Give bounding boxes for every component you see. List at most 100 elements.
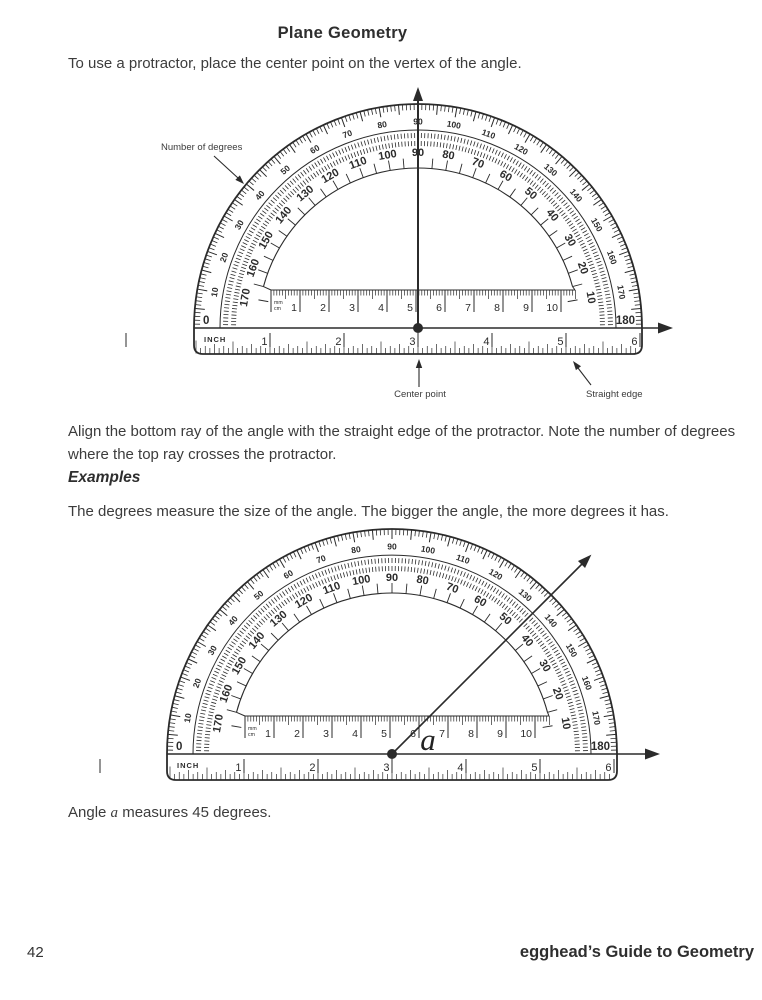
svg-text:30: 30 <box>206 643 220 656</box>
svg-text:20: 20 <box>218 251 231 264</box>
svg-text:5: 5 <box>381 728 387 740</box>
svg-text:10: 10 <box>520 728 532 740</box>
straight-edge-line <box>194 322 673 334</box>
svg-text:10: 10 <box>182 712 194 723</box>
caption-text-end: measures 45 degrees. <box>118 804 272 821</box>
svg-text:8: 8 <box>468 728 474 740</box>
inner-tick-arc <box>226 583 558 728</box>
svg-text:6: 6 <box>436 302 442 314</box>
svg-text:9: 9 <box>497 728 503 740</box>
svg-text:10: 10 <box>209 286 221 297</box>
outer-tick-scale <box>194 104 642 329</box>
svg-text:160: 160 <box>218 683 236 704</box>
svg-text:mm: mm <box>248 726 257 732</box>
straight-edge-label: Straight edge <box>586 389 643 400</box>
svg-text:5: 5 <box>557 336 563 348</box>
svg-text:60: 60 <box>308 142 321 156</box>
svg-text:2: 2 <box>335 336 341 348</box>
svg-text:20: 20 <box>550 686 565 702</box>
dash-band <box>223 133 613 326</box>
svg-text:170: 170 <box>238 288 253 308</box>
svg-text:90: 90 <box>386 572 398 584</box>
svg-text:30: 30 <box>232 218 246 231</box>
svg-text:170: 170 <box>615 284 627 300</box>
svg-text:100: 100 <box>351 573 371 588</box>
svg-text:10: 10 <box>559 716 573 730</box>
svg-text:110: 110 <box>348 155 369 172</box>
svg-text:5: 5 <box>407 302 413 314</box>
svg-text:6: 6 <box>631 336 637 348</box>
svg-text:2: 2 <box>294 728 300 740</box>
center-point-dot <box>413 323 423 333</box>
caption-text: Angle <box>68 804 111 821</box>
svg-text:160: 160 <box>605 249 619 266</box>
svg-text:4: 4 <box>457 762 463 774</box>
degrees-paragraph: The degrees measure the size of the angl… <box>68 503 669 520</box>
svg-text:20: 20 <box>191 677 204 690</box>
intro-paragraph: To use a protractor, place the center po… <box>68 55 522 72</box>
svg-text:4: 4 <box>483 336 489 348</box>
angle-ray <box>391 554 592 755</box>
align-paragraph: Align the bottom ray of the angle with t… <box>68 423 736 463</box>
number-of-degrees-label: Number of degrees <box>161 142 243 153</box>
dash-band <box>196 558 588 752</box>
svg-text:10: 10 <box>546 302 558 314</box>
svg-text:1: 1 <box>291 302 297 314</box>
svg-text:170: 170 <box>590 710 602 726</box>
svg-text:3: 3 <box>349 302 355 314</box>
zero-label: 0 <box>176 741 182 753</box>
page-title: Plane Geometry <box>277 24 408 42</box>
svg-text:90: 90 <box>387 541 397 551</box>
svg-text:70: 70 <box>315 553 328 566</box>
mid-arc <box>192 554 592 755</box>
svg-text:1: 1 <box>261 336 267 348</box>
svg-text:10: 10 <box>584 291 598 305</box>
svg-text:100: 100 <box>446 118 462 130</box>
angle-a-label: a <box>420 722 436 757</box>
svg-text:70: 70 <box>444 581 460 596</box>
svg-text:8: 8 <box>494 302 500 314</box>
svg-text:3: 3 <box>323 728 329 740</box>
svg-text:60: 60 <box>282 567 295 581</box>
zero-label: 0 <box>203 315 209 327</box>
svg-text:1: 1 <box>235 762 241 774</box>
svg-text:cm: cm <box>248 732 255 738</box>
svg-text:3: 3 <box>383 762 389 774</box>
svg-text:3: 3 <box>409 336 415 348</box>
svg-text:160: 160 <box>580 675 594 692</box>
svg-text:30: 30 <box>536 658 553 675</box>
svg-text:5: 5 <box>531 762 537 774</box>
svg-text:2: 2 <box>320 302 326 314</box>
svg-text:60: 60 <box>472 593 489 610</box>
svg-text:100: 100 <box>420 543 436 555</box>
svg-text:7: 7 <box>439 728 445 740</box>
svg-text:80: 80 <box>441 149 455 163</box>
svg-text:7: 7 <box>465 302 471 314</box>
svg-text:30: 30 <box>561 232 578 249</box>
svg-text:INCH: INCH <box>204 335 226 344</box>
center-point-label: Center point <box>394 389 446 400</box>
svg-text:9: 9 <box>523 302 529 314</box>
svg-text:110: 110 <box>480 127 497 141</box>
svg-text:110: 110 <box>455 552 472 566</box>
callout-arrow-number-of-degrees <box>213 155 244 184</box>
svg-text:100: 100 <box>378 148 398 163</box>
svg-text:60: 60 <box>497 168 514 185</box>
svg-text:4: 4 <box>378 302 384 314</box>
straight-edge-line <box>167 748 660 760</box>
ninety-degree-ray <box>413 87 423 328</box>
angle-caption: Angle a measures 45 degrees. <box>68 804 728 822</box>
svg-text:20: 20 <box>575 260 590 276</box>
examples-heading: Examples <box>68 469 141 486</box>
svg-text:80: 80 <box>416 574 430 588</box>
callout-arrow-straight-edge <box>573 361 592 386</box>
center-point-dot <box>387 749 397 759</box>
svg-text:160: 160 <box>245 257 263 278</box>
caption-angle-variable: a <box>110 805 119 821</box>
svg-text:6: 6 <box>410 728 416 740</box>
svg-text:6: 6 <box>605 762 611 774</box>
